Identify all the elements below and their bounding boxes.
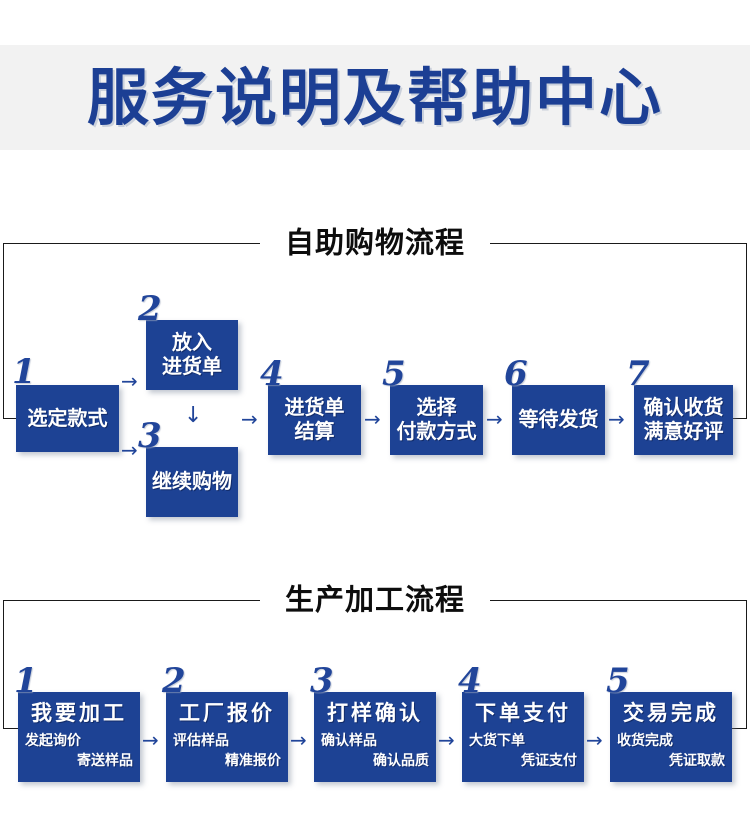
- flow-node-step-3[interactable]: 继续购物: [146, 447, 238, 517]
- header-banner: 服务说明及帮助中心: [0, 45, 750, 150]
- production-node-title: 下单支付: [475, 700, 571, 725]
- arrow-step1-to-step3: →: [121, 438, 138, 462]
- section-title-production: 生产加工流程: [268, 585, 482, 615]
- production-step-number-3: 3: [310, 661, 334, 701]
- production-node-sub-1: 大货下单: [469, 732, 525, 749]
- production-node-step-3[interactable]: 打样确认 确认样品 确认品质: [314, 692, 436, 782]
- flow-node-label-line1: 放入: [172, 330, 212, 355]
- step-number-1: 1: [12, 352, 36, 392]
- flow-node-label-line1: 进货单: [284, 395, 345, 420]
- production-step-number-2: 2: [162, 661, 186, 701]
- frame-line-left: [3, 243, 260, 244]
- production-node-step-4[interactable]: 下单支付 大货下单 凭证支付: [462, 692, 584, 782]
- production-node-sub-1: 确认样品: [321, 732, 377, 749]
- production-node-title: 打样确认: [327, 700, 423, 725]
- flow-node-label: 继续购物: [152, 469, 232, 494]
- section-frame-top: [3, 600, 747, 601]
- frame-leg-right: [746, 243, 747, 418]
- frame-leg-right: [746, 600, 747, 728]
- flow-node-step-2[interactable]: 放入 进货单: [146, 320, 238, 390]
- arrow-prod-step3-to-step4: →: [438, 728, 455, 752]
- frame-leg-left: [3, 600, 4, 728]
- section-title-shopping: 自助购物流程: [268, 228, 482, 258]
- flow-node-step-4[interactable]: 进货单 结算: [268, 385, 361, 455]
- frame-line-right: [490, 600, 747, 601]
- production-node-sub-1: 评估样品: [173, 732, 229, 749]
- production-node-sub-2: 凭证支付: [521, 752, 577, 769]
- step-number-4: 4: [260, 354, 284, 394]
- flow-node-label: 选定款式: [27, 405, 108, 430]
- arrow-step5-to-step6: →: [486, 407, 503, 431]
- step-number-7: 7: [626, 354, 650, 394]
- flow-node-label-line1: 选择: [416, 395, 457, 420]
- arrow-step6-to-step7: →: [608, 407, 625, 431]
- flow-node-step-1[interactable]: 选定款式: [16, 385, 119, 452]
- flow-node-label-line2: 进货单: [162, 354, 222, 378]
- step-number-5: 5: [382, 354, 406, 394]
- arrow-prod-step1-to-step2: →: [142, 728, 159, 752]
- production-node-step-1[interactable]: 我要加工 发起询价 寄送样品: [18, 692, 140, 782]
- arrow-step3-to-step4: →: [241, 407, 258, 431]
- step-number-6: 6: [504, 354, 528, 394]
- flow-node-step-5[interactable]: 选择 付款方式: [390, 385, 483, 455]
- production-node-step-5[interactable]: 交易完成 收货完成 凭证取款: [610, 692, 732, 782]
- flow-node-label-line2: 结算: [294, 419, 335, 443]
- arrow-prod-step2-to-step3: →: [290, 728, 307, 752]
- flow-node-label: 等待发货: [518, 407, 599, 432]
- production-node-title: 工厂报价: [179, 700, 275, 725]
- arrow-prod-step4-to-step5: →: [586, 728, 603, 752]
- frame-leg-left: [3, 243, 4, 418]
- production-node-sub-2: 确认品质: [373, 752, 429, 769]
- frame-line-left: [3, 600, 260, 601]
- flow-node-step-7[interactable]: 确认收货 满意好评: [634, 385, 733, 455]
- production-node-sub-2: 寄送样品: [77, 752, 133, 769]
- section-frame-top: [3, 243, 747, 244]
- production-node-title: 交易完成: [623, 700, 719, 725]
- arrow-step4-to-step5: →: [364, 407, 381, 431]
- production-step-number-1: 1: [14, 661, 38, 701]
- production-node-sub-1: 发起询价: [25, 732, 81, 749]
- production-node-title: 我要加工: [31, 700, 127, 725]
- step-number-2: 2: [138, 289, 162, 329]
- production-node-sub-2: 精准报价: [225, 752, 281, 769]
- page-title: 服务说明及帮助中心: [86, 60, 663, 134]
- flow-node-label-line2: 满意好评: [643, 419, 724, 443]
- flow-node-label-line1: 确认收货: [643, 395, 724, 420]
- flow-node-label-line2: 付款方式: [396, 419, 477, 443]
- production-node-sub-2: 凭证取款: [669, 752, 725, 769]
- arrow-step2-to-step3: ↓: [184, 403, 203, 428]
- production-step-number-4: 4: [458, 661, 482, 701]
- arrow-step1-to-step2: →: [121, 369, 138, 393]
- production-node-sub-1: 收货完成: [617, 732, 673, 749]
- frame-line-right: [490, 243, 747, 244]
- step-number-3: 3: [138, 416, 162, 456]
- production-node-step-2[interactable]: 工厂报价 评估样品 精准报价: [166, 692, 288, 782]
- flow-node-step-6[interactable]: 等待发货: [512, 385, 605, 455]
- production-step-number-5: 5: [606, 661, 630, 701]
